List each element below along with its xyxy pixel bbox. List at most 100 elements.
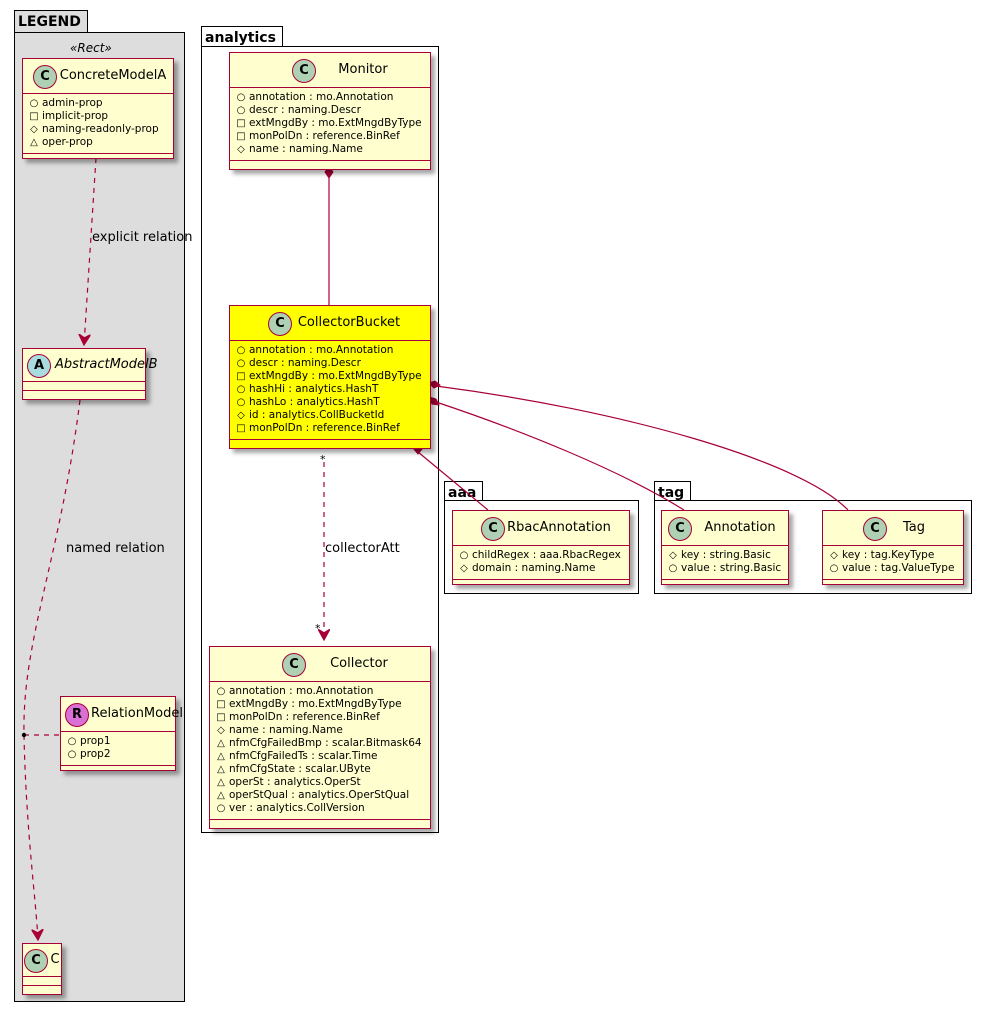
visibility-icon: △	[217, 751, 225, 762]
visibility-icon: ◇	[30, 124, 38, 135]
visibility-icon: □	[216, 712, 226, 723]
attribute-text: nfmCfgFailedBmp : scalar.Bitmask64	[229, 737, 422, 749]
class-rbac-annotation[interactable]: C RbacAnnotation ○childRegex : aaa.RbacR…	[452, 510, 630, 585]
class-concrete-model-a[interactable]: C ConcreteModelA ○admin-prop □implicit-p…	[22, 58, 174, 159]
visibility-icon: ○	[216, 803, 226, 814]
attribute-row: ◇ naming-readonly-prop	[29, 123, 169, 136]
visibility-icon: ○	[668, 563, 678, 574]
attribute-row: ◇name : naming.Name	[236, 143, 426, 156]
attribute-row: △ nfmCfgFailedTs : scalar.Time	[216, 750, 426, 763]
attribute-text: hashLo : analytics.HashT	[249, 396, 380, 408]
attribute-text: descr : naming.Descr	[249, 357, 361, 369]
named-relation-edge	[23, 399, 81, 940]
attribute-row: □extMngdBy : mo.ExtMngdByType	[216, 698, 426, 711]
attribute-text: value : tag.ValueType	[842, 562, 955, 574]
class-name: RelationModel	[91, 706, 183, 721]
attribute-row: ○ver : analytics.CollVersion	[216, 802, 426, 815]
legend-package	[14, 32, 185, 1002]
attribute-text: key : string.Basic	[681, 549, 771, 561]
attribute-row: ◇ key : string.Basic	[668, 549, 784, 562]
attribute-row: △ operStQual : analytics.OperStQual	[216, 789, 426, 802]
class-collector-bucket[interactable]: C CollectorBucket ○annotation : mo.Annot…	[229, 305, 431, 449]
attribute-text: descr : naming.Descr	[249, 104, 361, 116]
visibility-icon: ○	[216, 686, 226, 697]
bucket-rbac-edge	[417, 451, 489, 511]
attribute-text: domain : naming.Name	[472, 562, 596, 574]
visibility-icon: ○	[67, 736, 77, 747]
attribute-text: extMngdBy : mo.ExtMngdByType	[229, 698, 402, 710]
visibility-icon: ○	[236, 92, 246, 103]
class-name: Collector	[330, 656, 388, 671]
attribute-row: ○value : string.Basic	[668, 562, 784, 575]
explicit-relation-label: explicit relation	[92, 230, 193, 245]
multiplicity-target: *	[315, 622, 321, 635]
visibility-icon: △	[217, 790, 225, 801]
class-spot-icon: C	[268, 312, 292, 336]
attribute-row: □extMngdBy : mo.ExtMngdByType	[236, 370, 426, 383]
class-spot-icon: C	[292, 59, 316, 83]
visibility-icon: ◇	[237, 144, 245, 155]
attribute-text: value : string.Basic	[681, 562, 782, 574]
attribute-text: operStQual : analytics.OperStQual	[229, 789, 410, 801]
attribute-text: operSt : analytics.OperSt	[229, 776, 361, 788]
visibility-icon: ○	[236, 105, 246, 116]
class-collector[interactable]: C Collector ○annotation : mo.Annotation …	[209, 646, 431, 829]
visibility-icon: ◇	[237, 410, 245, 421]
visibility-icon: ○	[236, 358, 246, 369]
class-name: Annotation	[704, 520, 776, 535]
attribute-text: key : tag.KeyType	[842, 549, 935, 561]
attribute-row: ◇domain : naming.Name	[459, 562, 625, 575]
visibility-icon: ◇	[830, 550, 838, 561]
attribute-row: △nfmCfgState : scalar.UByte	[216, 763, 426, 776]
attribute-row: □monPolDn : reference.BinRef	[236, 422, 426, 435]
attribute-row: △nfmCfgFailedBmp : scalar.Bitmask64	[216, 737, 426, 750]
attribute-text: admin-prop	[42, 97, 103, 109]
class-spot-icon: C	[668, 517, 692, 541]
attribute-text: nfmCfgFailedTs : scalar.Time	[229, 750, 378, 762]
analytics-package-tab: analytics	[201, 26, 283, 48]
attribute-row: □implicit-prop	[29, 110, 169, 123]
visibility-icon: △	[30, 137, 38, 148]
attribute-row: ○annotation : mo.Annotation	[236, 91, 426, 104]
visibility-icon: ○	[236, 397, 246, 408]
attribute-row: ○hashHi : analytics.HashT	[236, 383, 426, 396]
attribute-row: ○childRegex : aaa.RbacRegex	[459, 549, 625, 562]
attribute-row: ○value : tag.ValueType	[829, 562, 959, 575]
class-spot-icon: C	[481, 517, 505, 541]
class-tag[interactable]: C Tag ◇key : tag.KeyType ○value : tag.Va…	[822, 510, 964, 585]
attribute-row: ○admin-prop	[29, 97, 169, 110]
class-spot-icon: C	[282, 653, 306, 677]
attribute-text: annotation : mo.Annotation	[249, 91, 394, 103]
visibility-icon: ○	[829, 563, 839, 574]
attribute-text: prop2	[80, 748, 111, 760]
class-c[interactable]: C C	[22, 943, 62, 995]
visibility-icon: ◇	[217, 725, 225, 736]
class-spot-icon: C	[33, 65, 57, 89]
visibility-icon: △	[217, 764, 225, 775]
class-relation-model[interactable]: R RelationModel ○prop1 ○prop2	[60, 696, 183, 771]
attribute-text: naming-readonly-prop	[42, 123, 159, 135]
visibility-icon: □	[236, 118, 246, 129]
attribute-row: □monPolDn : reference.BinRef	[216, 711, 426, 724]
abstract-spot-icon: A	[27, 354, 51, 378]
relation-spot-icon: R	[65, 703, 89, 727]
attribute-text: monPolDn : reference.BinRef	[249, 422, 400, 434]
attribute-row: ○annotation : mo.Annotation	[236, 344, 426, 357]
attribute-row: ○descr : naming.Descr	[236, 357, 426, 370]
attribute-text: annotation : mo.Annotation	[249, 344, 394, 356]
bucket-annotation-edge	[435, 401, 685, 511]
attribute-row: △operSt : analytics.OperSt	[216, 776, 426, 789]
multiplicity-source: *	[320, 453, 326, 466]
class-name: ConcreteModelA	[59, 68, 167, 83]
class-name: RbacAnnotation	[507, 520, 611, 535]
class-name: Monitor	[338, 62, 388, 77]
visibility-icon: □	[236, 131, 246, 142]
visibility-icon: ○	[236, 345, 246, 356]
class-spot-icon: C	[24, 949, 48, 973]
class-name: AbstractModelB	[55, 357, 158, 372]
visibility-icon: ◇	[669, 550, 677, 561]
class-abstract-model-b[interactable]: A AbstractModelB	[22, 348, 158, 400]
class-annotation[interactable]: C Annotation ◇ key : string.Basic ○value …	[661, 510, 789, 585]
class-monitor[interactable]: C Monitor ○annotation : mo.Annotation ○d…	[229, 52, 431, 170]
named-relation-label: named relation	[66, 541, 165, 556]
